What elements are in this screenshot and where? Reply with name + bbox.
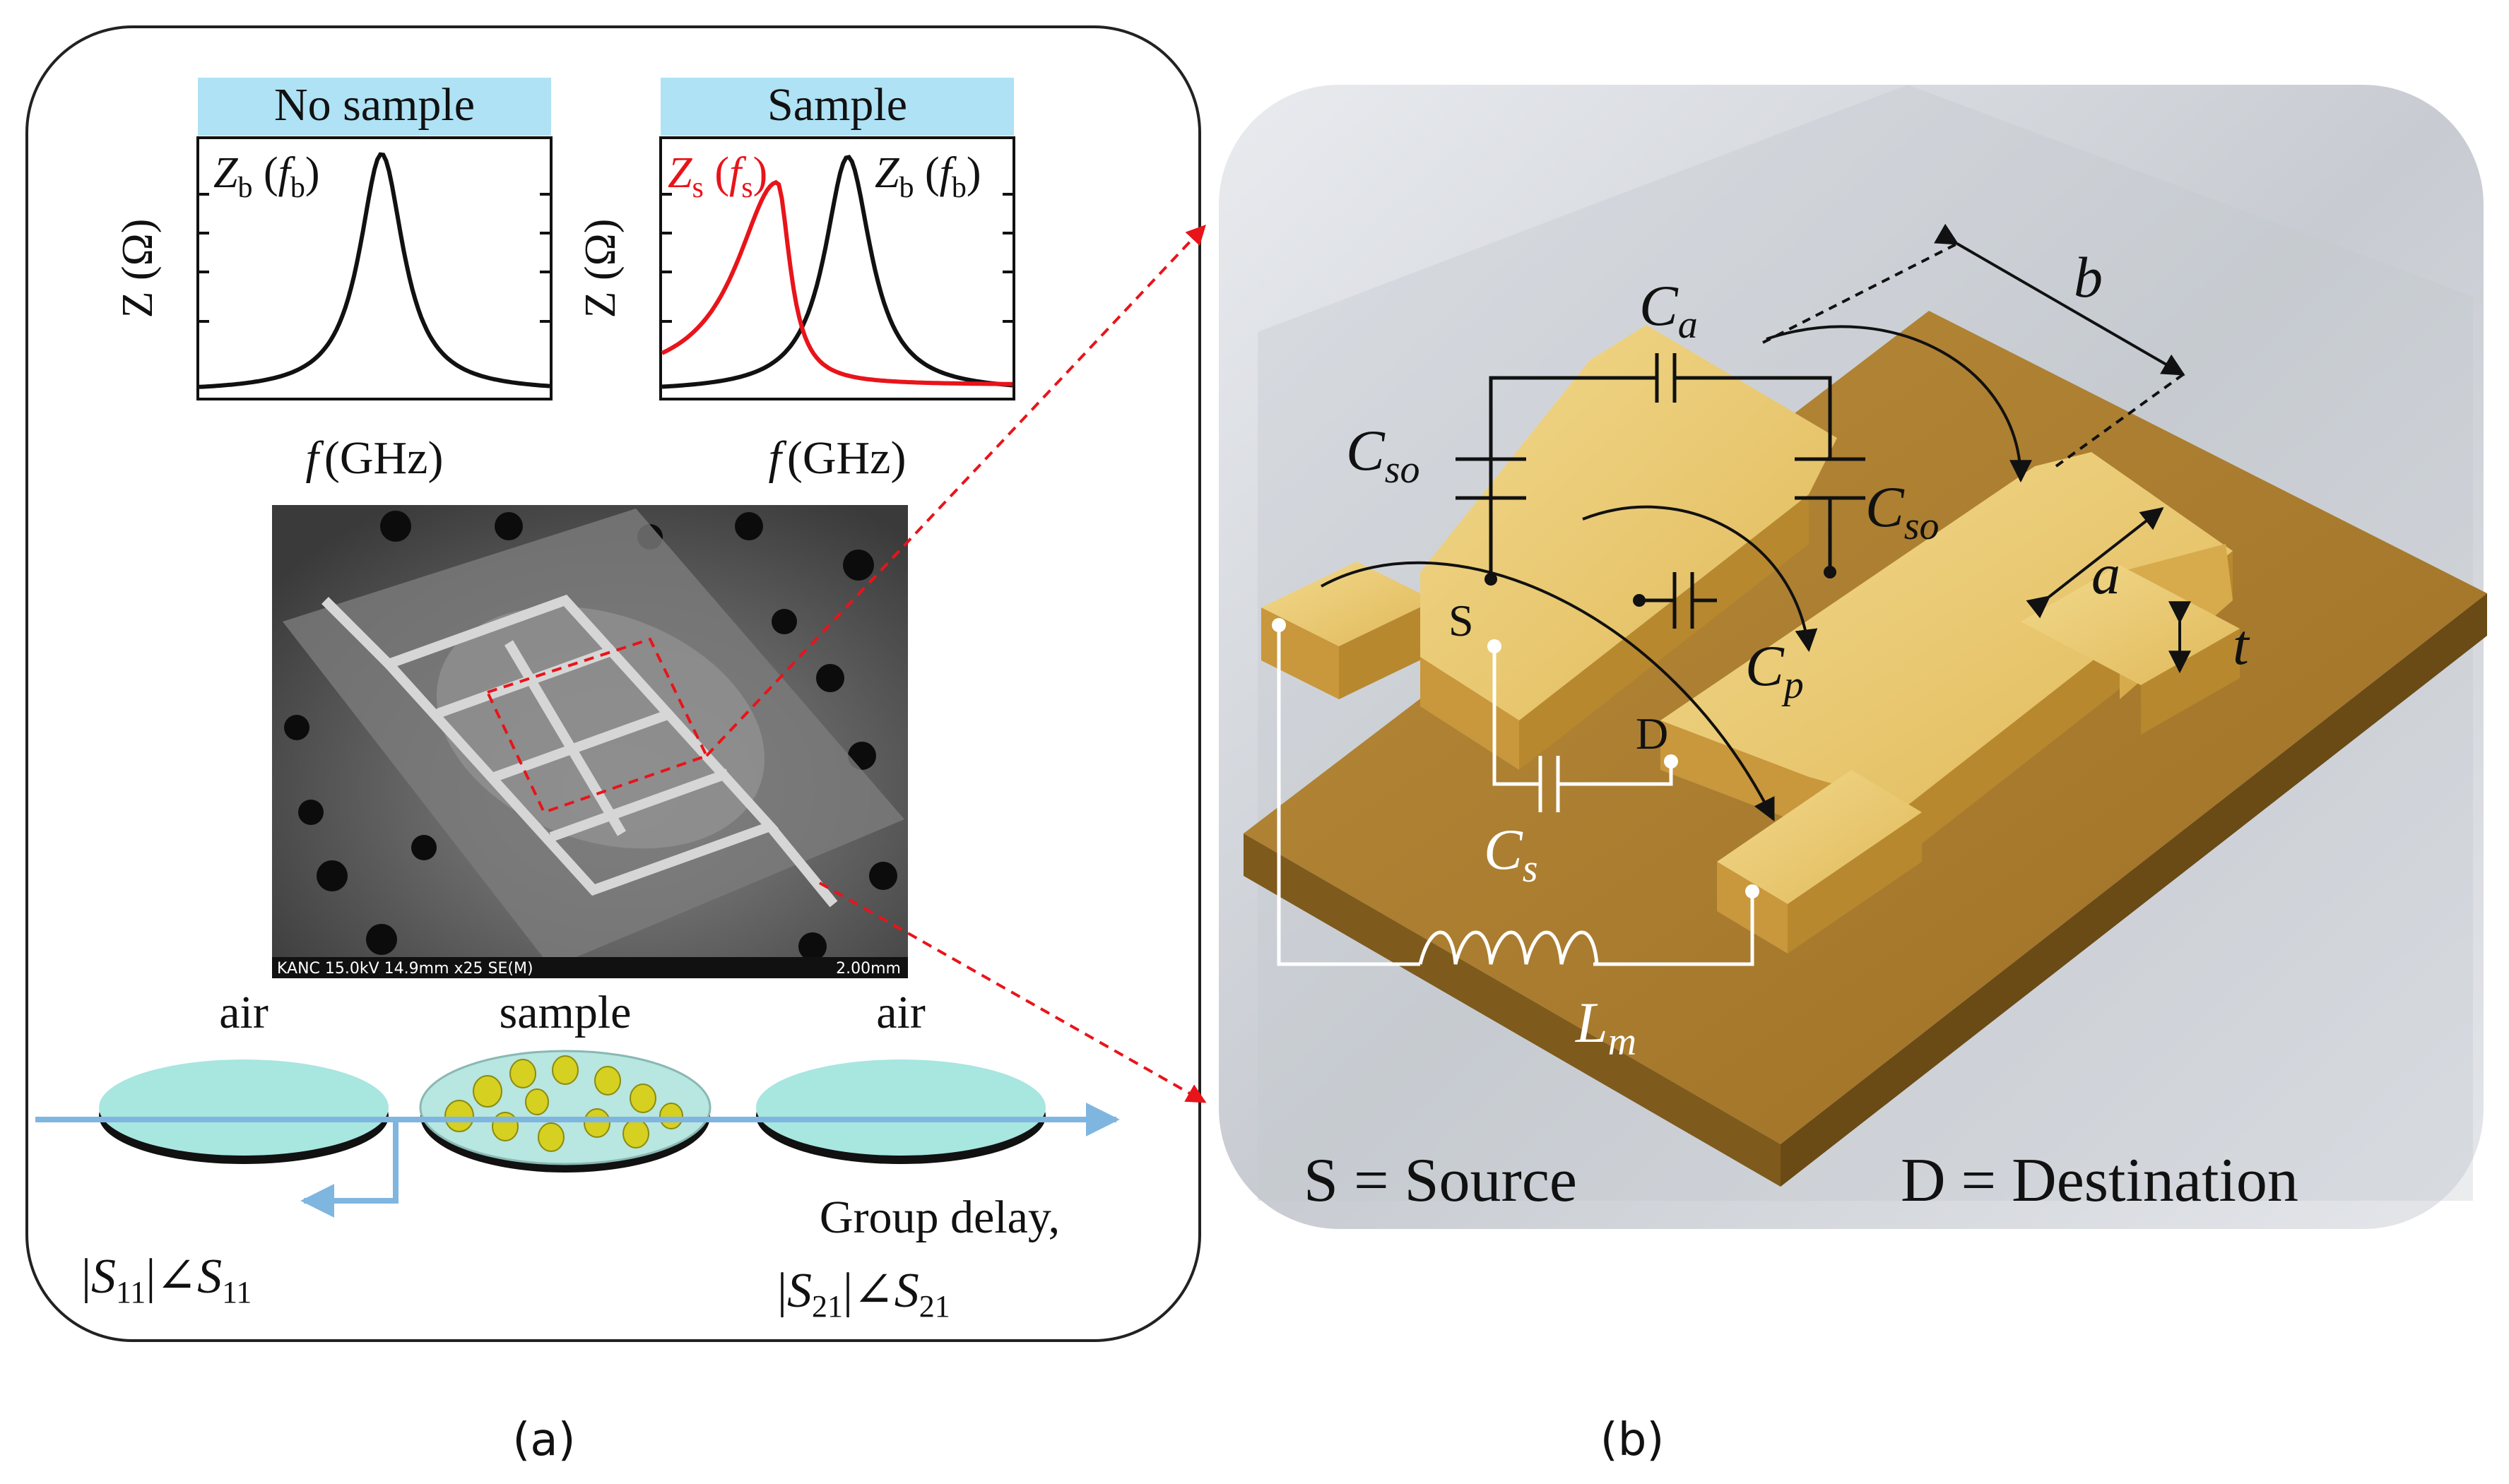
- impedance-curve-bare: [199, 152, 550, 389]
- label-a: a: [2091, 542, 2120, 606]
- label-s11: |S11|∠S11: [81, 1249, 252, 1310]
- label-cs: Cs: [1484, 817, 1538, 891]
- sem-info-bar: [272, 957, 908, 978]
- sem-zoom-box: [485, 637, 709, 814]
- label-air-right: air: [876, 987, 926, 1038]
- label-b: b: [2074, 245, 2103, 309]
- plot-frame: [196, 136, 553, 400]
- plot-header-bar: [198, 78, 551, 136]
- impedance-curve-bare: [661, 155, 1013, 389]
- circuit-nodes-white: [1272, 618, 1759, 898]
- label-s-node: S: [1448, 595, 1474, 646]
- legend-destination: D = Destination: [1901, 1146, 2298, 1215]
- impedance-curve-sample: [661, 179, 1013, 386]
- y-ticks: [198, 193, 551, 323]
- reflection-arrow: [300, 1120, 399, 1218]
- y-axis-label: Z (Ω): [577, 219, 625, 319]
- plot-header-bar: [661, 78, 1014, 136]
- equivalent-circuit-white: [1277, 625, 1754, 966]
- sem-micrograph: KANC 15.0kV 14.9mm x25 SE(M) 2.00mm: [272, 505, 908, 978]
- curve-label-zb: Zb (fb): [213, 149, 320, 204]
- disk-air-left: [99, 1059, 389, 1156]
- sem-scale-text: 2.00mm: [836, 960, 901, 978]
- x-axis-label: f(GHz): [769, 432, 907, 484]
- legend-source: S = Source: [1304, 1146, 1577, 1215]
- zoom-connector: [705, 224, 1207, 1103]
- panel-a: No sample Zb (fb) Z (Ω) f(GHz) Sample: [25, 25, 1201, 1466]
- caption-b: (b): [1600, 1414, 1665, 1466]
- label-t: t: [2233, 612, 2250, 677]
- sem-info-text: KANC 15.0kV 14.9mm x25 SE(M): [277, 960, 533, 978]
- sample-particles: [444, 1055, 683, 1152]
- curve-label-zs: Zs (fs): [668, 149, 767, 204]
- plot-header-sample: Sample: [767, 79, 907, 131]
- y-ticks: [661, 193, 1014, 323]
- circuit-nodes: [1484, 566, 1836, 607]
- equivalent-circuit-black: [1456, 353, 1865, 629]
- substrate-side: [1781, 593, 2487, 1187]
- label-ca: Ca: [1639, 273, 1698, 347]
- label-d-node: D: [1636, 708, 1668, 759]
- label-cp: Cp: [1745, 634, 1804, 707]
- x-axis-label: f(GHz): [306, 432, 444, 484]
- label-sample: sample: [500, 987, 632, 1038]
- sample-schematic: air sample air Group delay, |S11|∠S11 |S…: [35, 987, 1120, 1324]
- label-air-left: air: [219, 987, 268, 1038]
- disk-air-right: [756, 1059, 1046, 1156]
- label-s21: |S21|∠S21: [777, 1264, 950, 1324]
- label-cso-left: Cso: [1346, 418, 1420, 492]
- caption-a: (a): [512, 1414, 575, 1466]
- label-cso-right: Cso: [1865, 475, 1940, 548]
- dimension-lines: [1762, 223, 2191, 674]
- panel-b: Ca Cso Cso Cp Cs Lm a b t S D S = Source…: [1219, 85, 2487, 1466]
- label-group-delay: Group delay,: [820, 1192, 1060, 1243]
- y-axis-label: Z (Ω): [114, 219, 162, 319]
- substrate-side: [1244, 833, 1781, 1187]
- plot-frame: [659, 136, 1015, 400]
- plot-header-no-sample: No sample: [274, 79, 475, 131]
- label-lm: Lm: [1575, 990, 1636, 1064]
